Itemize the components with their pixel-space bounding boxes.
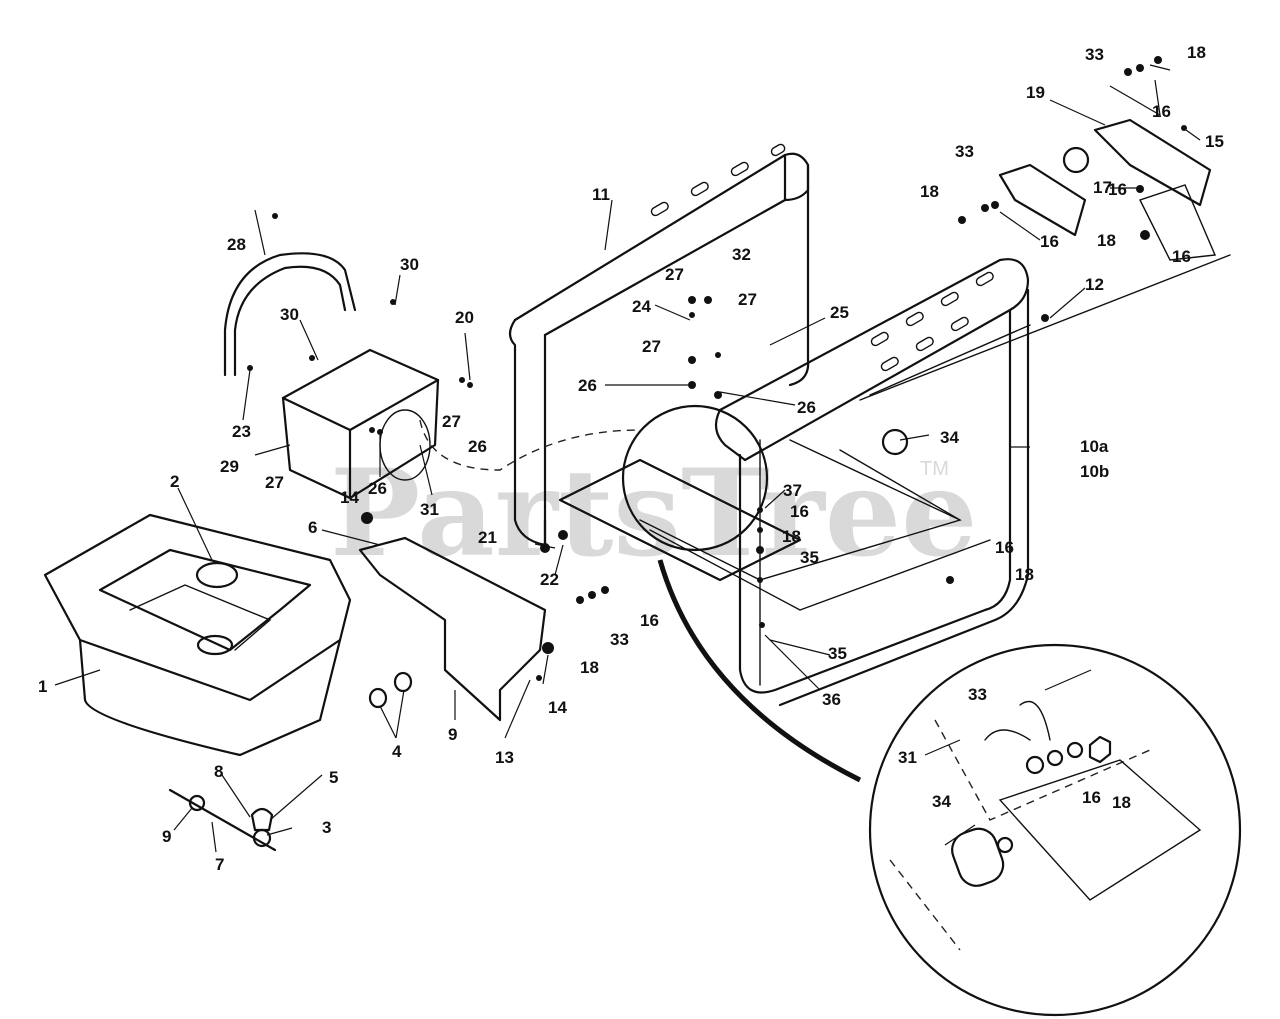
- callout-label: 6: [308, 518, 317, 537]
- callout-label: 14: [548, 698, 567, 717]
- callout-label: 27: [265, 473, 284, 492]
- callout-label: 2: [170, 472, 179, 491]
- callout-label: 3: [322, 818, 331, 837]
- callout-label: 20: [455, 308, 474, 327]
- callout-label: 18: [920, 182, 939, 201]
- callout-label: 27: [442, 412, 461, 431]
- callout-label: 33: [1085, 45, 1104, 64]
- callout-label: 8: [214, 762, 223, 781]
- callout-label: 34: [940, 428, 959, 447]
- callout-label: 12: [1085, 275, 1104, 294]
- fuel-valve: [168, 671, 413, 852]
- callout-label: 25: [830, 303, 849, 322]
- callout-label: 1: [38, 677, 47, 696]
- callout-label: 18: [580, 658, 599, 677]
- callout-label: 26: [468, 437, 487, 456]
- callout-label: 27: [738, 290, 757, 309]
- callout-label: 22: [540, 570, 559, 589]
- callout-label: 30: [280, 305, 299, 324]
- detail-callout-circle: [621, 404, 769, 552]
- wire-route: [419, 419, 641, 471]
- callout-label: 34: [932, 792, 951, 811]
- battery-strap: [223, 252, 357, 377]
- callout-label: 27: [642, 337, 661, 356]
- callout-label: 7: [215, 855, 224, 874]
- callout-label: 16: [1082, 788, 1101, 807]
- mount-brackets: [859, 118, 1231, 456]
- callout-label: 26: [578, 376, 597, 395]
- callout-label: 11: [592, 185, 610, 204]
- detail-contents: [889, 700, 1202, 951]
- callout-label: 13: [495, 748, 514, 767]
- callout-label: 37: [783, 481, 802, 500]
- callout-label: 16: [640, 611, 659, 630]
- callout-label: 18: [1015, 565, 1034, 584]
- frame-tube: [508, 143, 1030, 707]
- callout-label: 16: [1152, 102, 1171, 121]
- callout-label: 27: [665, 265, 684, 284]
- callout-label: 28: [227, 235, 246, 254]
- detail-zoom-circle: [868, 643, 1242, 1017]
- callout-label: 16: [790, 502, 809, 521]
- callout-label: 16: [1040, 232, 1059, 251]
- fuel-tank: [43, 513, 352, 757]
- callout-label: 18: [782, 527, 801, 546]
- callout-label: 16: [1108, 180, 1127, 199]
- callout-label: 4: [392, 742, 402, 761]
- callout-label: 16: [1172, 247, 1191, 266]
- callout-label: 18: [1187, 43, 1206, 62]
- callout-label: 18: [1112, 793, 1131, 812]
- callout-label: 16: [995, 538, 1014, 557]
- callout-label: 26: [368, 479, 387, 498]
- callout-label: 29: [220, 457, 239, 476]
- callout-label: 26: [797, 398, 816, 417]
- callout-label: 32: [732, 245, 751, 264]
- callout-label: 10b: [1080, 462, 1109, 481]
- callout-label: 36: [822, 690, 841, 709]
- heat-shield: [358, 536, 547, 722]
- callout-label: 10a: [1080, 437, 1109, 456]
- callout-label: 33: [955, 142, 974, 161]
- callout-label: 14: [340, 488, 359, 507]
- callout-label: 19: [1026, 83, 1045, 102]
- callout-label: 23: [232, 422, 251, 441]
- callout-label: 5: [329, 768, 338, 787]
- callout-label: 9: [448, 725, 457, 744]
- trademark-mark: TM: [920, 458, 949, 480]
- callout-label: 24: [632, 297, 651, 316]
- callout-label: 21: [478, 528, 497, 547]
- callout-label: 31: [898, 748, 917, 767]
- callout-label: 33: [968, 685, 987, 704]
- callout-label: 18: [1097, 231, 1116, 250]
- fasteners: [247, 56, 1187, 681]
- callout-label: 17: [1093, 178, 1112, 197]
- callout-label: 31: [420, 500, 439, 519]
- callout-label: 35: [800, 548, 819, 567]
- callout-label: 15: [1205, 132, 1224, 151]
- callout-labels: 1 2 3 4 5 6 7 8 9 9 10a 10b 11 12 13 14 …: [38, 43, 1224, 874]
- callout-label: 9: [162, 827, 171, 846]
- callout-label: 35: [828, 644, 847, 663]
- callout-label: 30: [400, 255, 419, 274]
- detail-connector: [657, 559, 862, 783]
- leader-lines: [54, 64, 1201, 853]
- callout-label: 33: [610, 630, 629, 649]
